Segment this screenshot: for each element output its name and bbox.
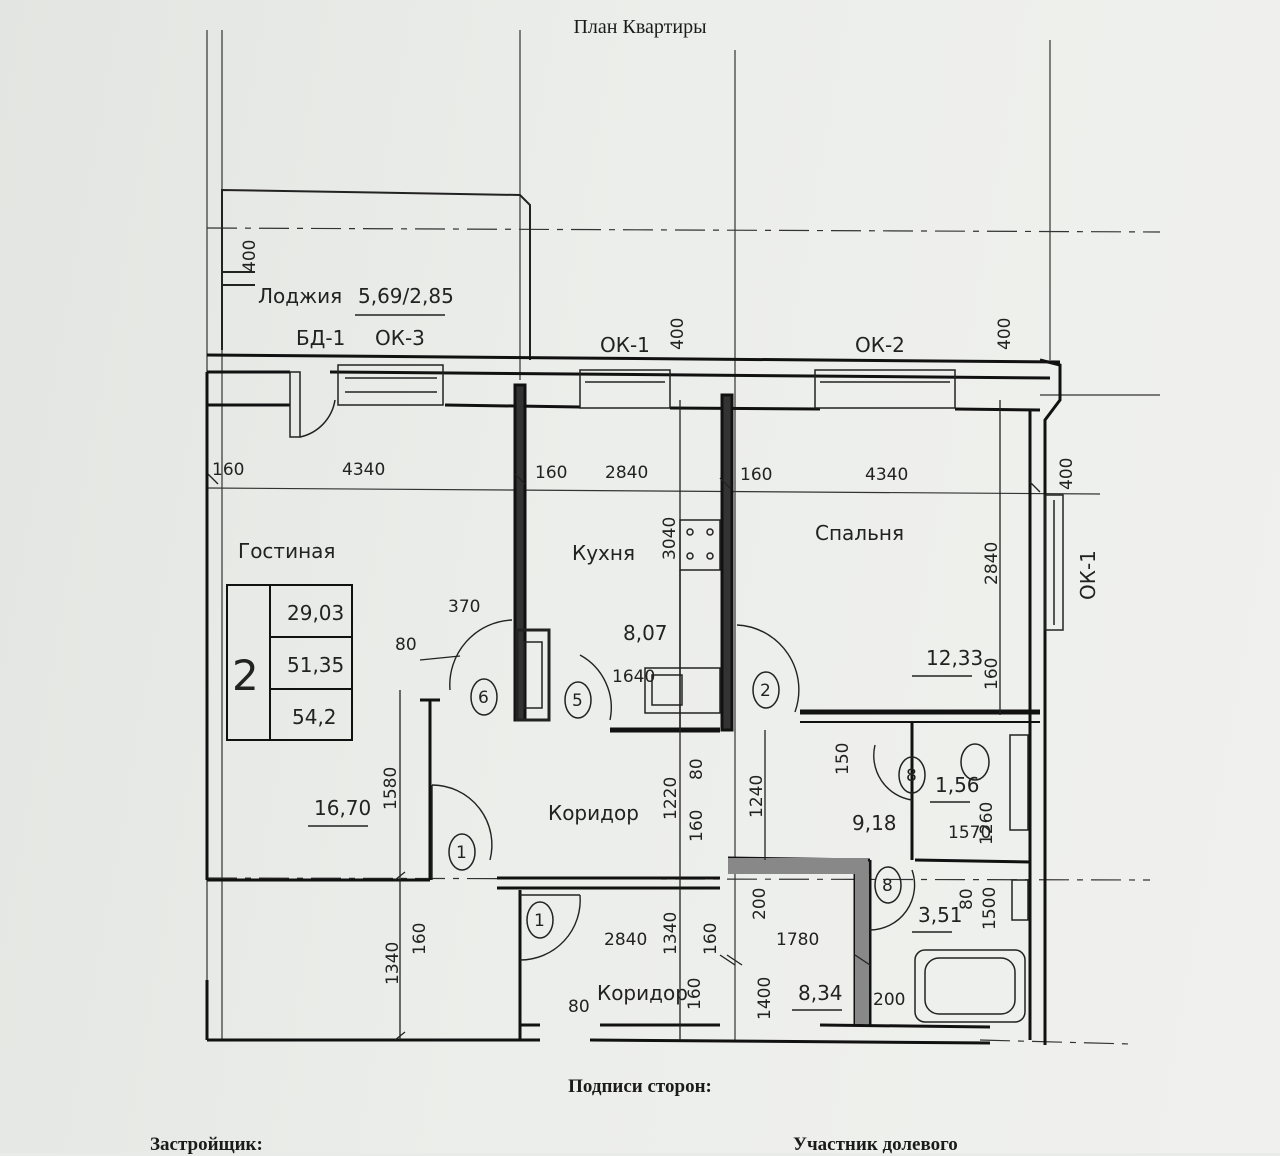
signatures-heading: Подписи сторон: <box>568 1076 712 1097</box>
party-participant: Участник долевого <box>793 1134 958 1155</box>
living-room-area: 16,70 <box>314 796 371 820</box>
dim-1780: 1780 <box>776 930 819 950</box>
loggia-area: 5,69/2,85 <box>358 284 454 308</box>
loggia-name: Лоджия <box>258 284 342 308</box>
corridor-upper-name: Коридор <box>548 801 639 825</box>
opening-ok1-side: ОК-1 <box>1076 550 1100 600</box>
dim-80-d: 80 <box>568 997 590 1017</box>
dim-3040: 3040 <box>660 517 680 560</box>
kitchen-area: 8,07 <box>623 621 668 645</box>
dim-200-a: 200 <box>750 888 770 920</box>
bathroom-fixtures <box>914 734 1029 1023</box>
dim-160-f: 160 <box>701 923 721 955</box>
wc-area: 1,56 <box>935 773 980 797</box>
dim-80-c: 80 <box>957 888 977 910</box>
bedroom-name: Спальня <box>815 521 904 545</box>
total-area: 51,35 <box>287 653 344 677</box>
dim-160-d: 160 <box>687 810 707 842</box>
hatched-wall <box>728 858 869 1024</box>
dim-160-b: 160 <box>535 463 567 483</box>
area-summary-table <box>226 584 353 741</box>
dim-150: 150 <box>833 743 853 775</box>
dim-400-ok1: 400 <box>668 318 688 350</box>
dim-1340-b: 1340 <box>661 912 681 955</box>
bedroom-area: 12,33 <box>926 646 983 670</box>
door-mark-6: 6 <box>478 688 489 708</box>
dim-4340-a: 4340 <box>342 460 385 480</box>
corridor-upper-area: 9,18 <box>852 811 897 835</box>
dim-160-a: 160 <box>212 460 244 480</box>
corridor-lower-name: Коридор <box>597 981 688 1005</box>
kitchen-name: Кухня <box>572 541 635 565</box>
opening-bd1: БД-1 <box>296 326 345 350</box>
balcony-door <box>289 371 336 438</box>
door-mark-8a: 8 <box>906 766 917 786</box>
dim-2840-a: 2840 <box>605 463 648 483</box>
dim-1500: 1500 <box>980 887 1000 930</box>
dim-1640: 1640 <box>612 667 655 687</box>
dim-2840-b: 2840 <box>604 930 647 950</box>
door-swings <box>431 619 916 961</box>
opening-ok1: ОК-1 <box>600 333 650 357</box>
total-with-loggia: 54,2 <box>292 705 337 729</box>
dim-200-b: 200 <box>873 990 905 1010</box>
dim-370: 370 <box>448 597 480 617</box>
corridor-lower-area: 8,34 <box>798 981 843 1005</box>
door-mark-2: 2 <box>760 681 771 701</box>
dim-160-g: 160 <box>685 978 705 1010</box>
dim-400-loggia: 400 <box>240 240 260 272</box>
dim-1260: 1260 <box>977 802 997 845</box>
loggia-frame <box>221 188 531 360</box>
axis-lines <box>206 30 1161 1045</box>
dim-80-b: 80 <box>687 758 707 780</box>
door-mark-1a: 1 <box>456 843 467 863</box>
dim-400-ok2: 400 <box>995 318 1015 350</box>
door-mark-circles <box>448 671 926 939</box>
bath-area: 3,51 <box>918 903 963 927</box>
dim-2840-v: 2840 <box>982 542 1002 585</box>
opening-ok2: ОК-2 <box>855 333 905 357</box>
party-developer: Застройщик: <box>150 1134 263 1155</box>
living-area-total: 29,03 <box>287 601 344 625</box>
dim-1340-a: 1340 <box>383 942 403 985</box>
dim-1220: 1220 <box>661 777 681 820</box>
dimension-lines <box>207 400 1041 1041</box>
interior-walls <box>420 383 1040 1040</box>
dim-160-v: 160 <box>982 658 1002 690</box>
dim-160-e: 160 <box>410 923 430 955</box>
dim-1570: 1570 <box>948 823 991 843</box>
door-mark-1b: 1 <box>534 911 545 931</box>
door-mark-5: 5 <box>572 691 583 711</box>
dim-4340-b: 4340 <box>865 465 908 485</box>
rooms-count: 2 <box>232 651 259 700</box>
dim-80-a: 80 <box>395 635 417 655</box>
dim-1400: 1400 <box>755 977 775 1020</box>
dim-160-c: 160 <box>740 465 772 485</box>
document-title: План Квартиры <box>573 16 707 38</box>
dim-400-side: 400 <box>1057 458 1077 490</box>
dim-1580: 1580 <box>381 767 401 810</box>
windows <box>337 364 1064 631</box>
dim-1240: 1240 <box>747 775 767 818</box>
door-mark-8b: 8 <box>882 876 893 896</box>
living-room-name: Гостиная <box>238 539 335 563</box>
opening-ok3: ОК-3 <box>375 326 425 350</box>
